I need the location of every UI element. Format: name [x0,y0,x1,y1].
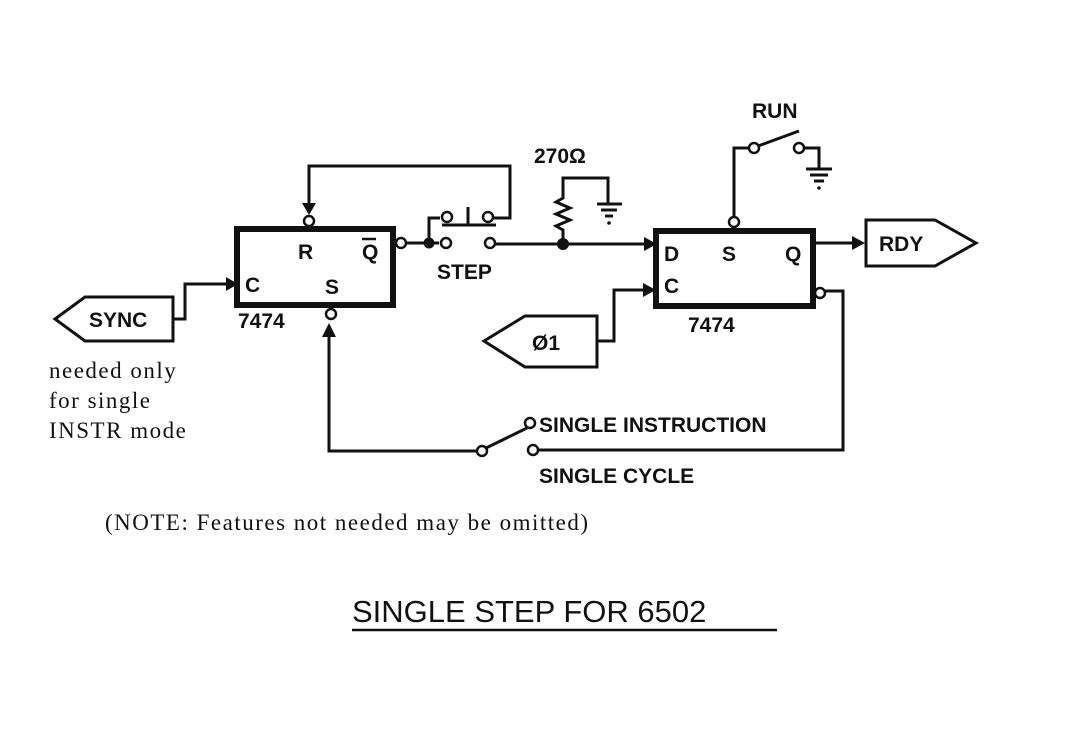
ff1-s-inverter-bubble [324,307,338,321]
ff2-pin-q: Q [785,243,801,266]
arrow-icon [644,237,657,251]
diagram-title: SINGLE STEP FOR 6502 [352,594,706,629]
side-note-line-2: for single [49,388,152,413]
ff2-pin-c: C [664,275,679,298]
arrow-icon [302,203,316,215]
step-switch[interactable]: STEP [427,207,497,284]
selector-lever [485,426,528,450]
switch-contact [439,236,453,250]
flipflop-2-body [653,228,816,309]
mode-selector-switch[interactable]: SINGLE INSTRUCTION SINGLE CYCLE [475,414,767,488]
reset-feedback-wire [307,164,512,220]
flipflop-1: R Q C S 7474 [234,226,396,333]
step-label: STEP [437,261,492,284]
single-instruction-label: SINGLE INSTRUCTION [539,414,767,437]
rdy-connector [864,218,980,268]
qbar-feedback-wire [538,289,845,452]
switch-contact [440,210,454,224]
ff2-s-inverter-bubble [727,215,741,229]
ff2-qbar-bubble [813,286,827,300]
ground-icon [597,202,622,225]
arrow-icon [226,277,238,291]
ff2-pin-s: S [722,243,736,266]
sync-to-c-wire [173,282,228,321]
wire [804,146,821,169]
arrow-icon [322,323,336,337]
resistor-zigzag [552,176,610,244]
phi1-to-c-wire [597,288,645,343]
features-note: (NOTE: Features not needed may be omitte… [105,510,590,535]
run-label: RUN [752,100,798,123]
run-switch[interactable]: RUN [727,100,832,229]
ff1-qbar-bubble [394,236,408,250]
switch-contact [526,443,540,457]
ff1-pin-s: S [325,276,339,299]
phi1-label: Ø1 [532,332,560,355]
single-cycle-label: SINGLE CYCLE [539,465,694,488]
ground-icon [806,167,832,190]
sync-label: SYNC [89,309,147,332]
flipflop-2: D S Q C 7474 [653,228,816,337]
run-switch-lever [757,129,800,148]
ff1-pin-qbar: Q [362,241,378,264]
ff1-pin-r: R [298,241,313,264]
sync-input: SYNC [52,277,238,343]
switch-contact [483,236,497,250]
phi1-input: Ø1 [481,283,656,369]
arrow-icon [852,236,865,250]
ff1-r-inverter-bubble [302,214,316,228]
switch-contact [475,444,489,458]
ff2-part-number: 7474 [688,314,735,337]
flipflop-1-body [234,226,396,308]
switch-contact [481,210,495,224]
ff2-pin-d: D [664,243,679,266]
rdy-label: RDY [879,233,923,256]
run-wire [732,146,749,216]
resistor-value: 270Ω [534,145,586,168]
ff1-pin-c: C [245,274,260,297]
rdy-output: RDY [864,218,980,268]
switch-contact [523,416,537,430]
side-note-line-1: needed only [49,358,177,383]
switch-contact [747,141,761,155]
side-note-line-3: INSTR mode [49,418,187,443]
switch-contact [792,141,806,155]
ff1-part-number: 7474 [238,310,285,333]
selector-to-s-wire [327,333,477,453]
step-switch-wire [427,216,440,243]
arrow-icon [643,283,656,297]
resistor-270: 270Ω [534,145,622,244]
